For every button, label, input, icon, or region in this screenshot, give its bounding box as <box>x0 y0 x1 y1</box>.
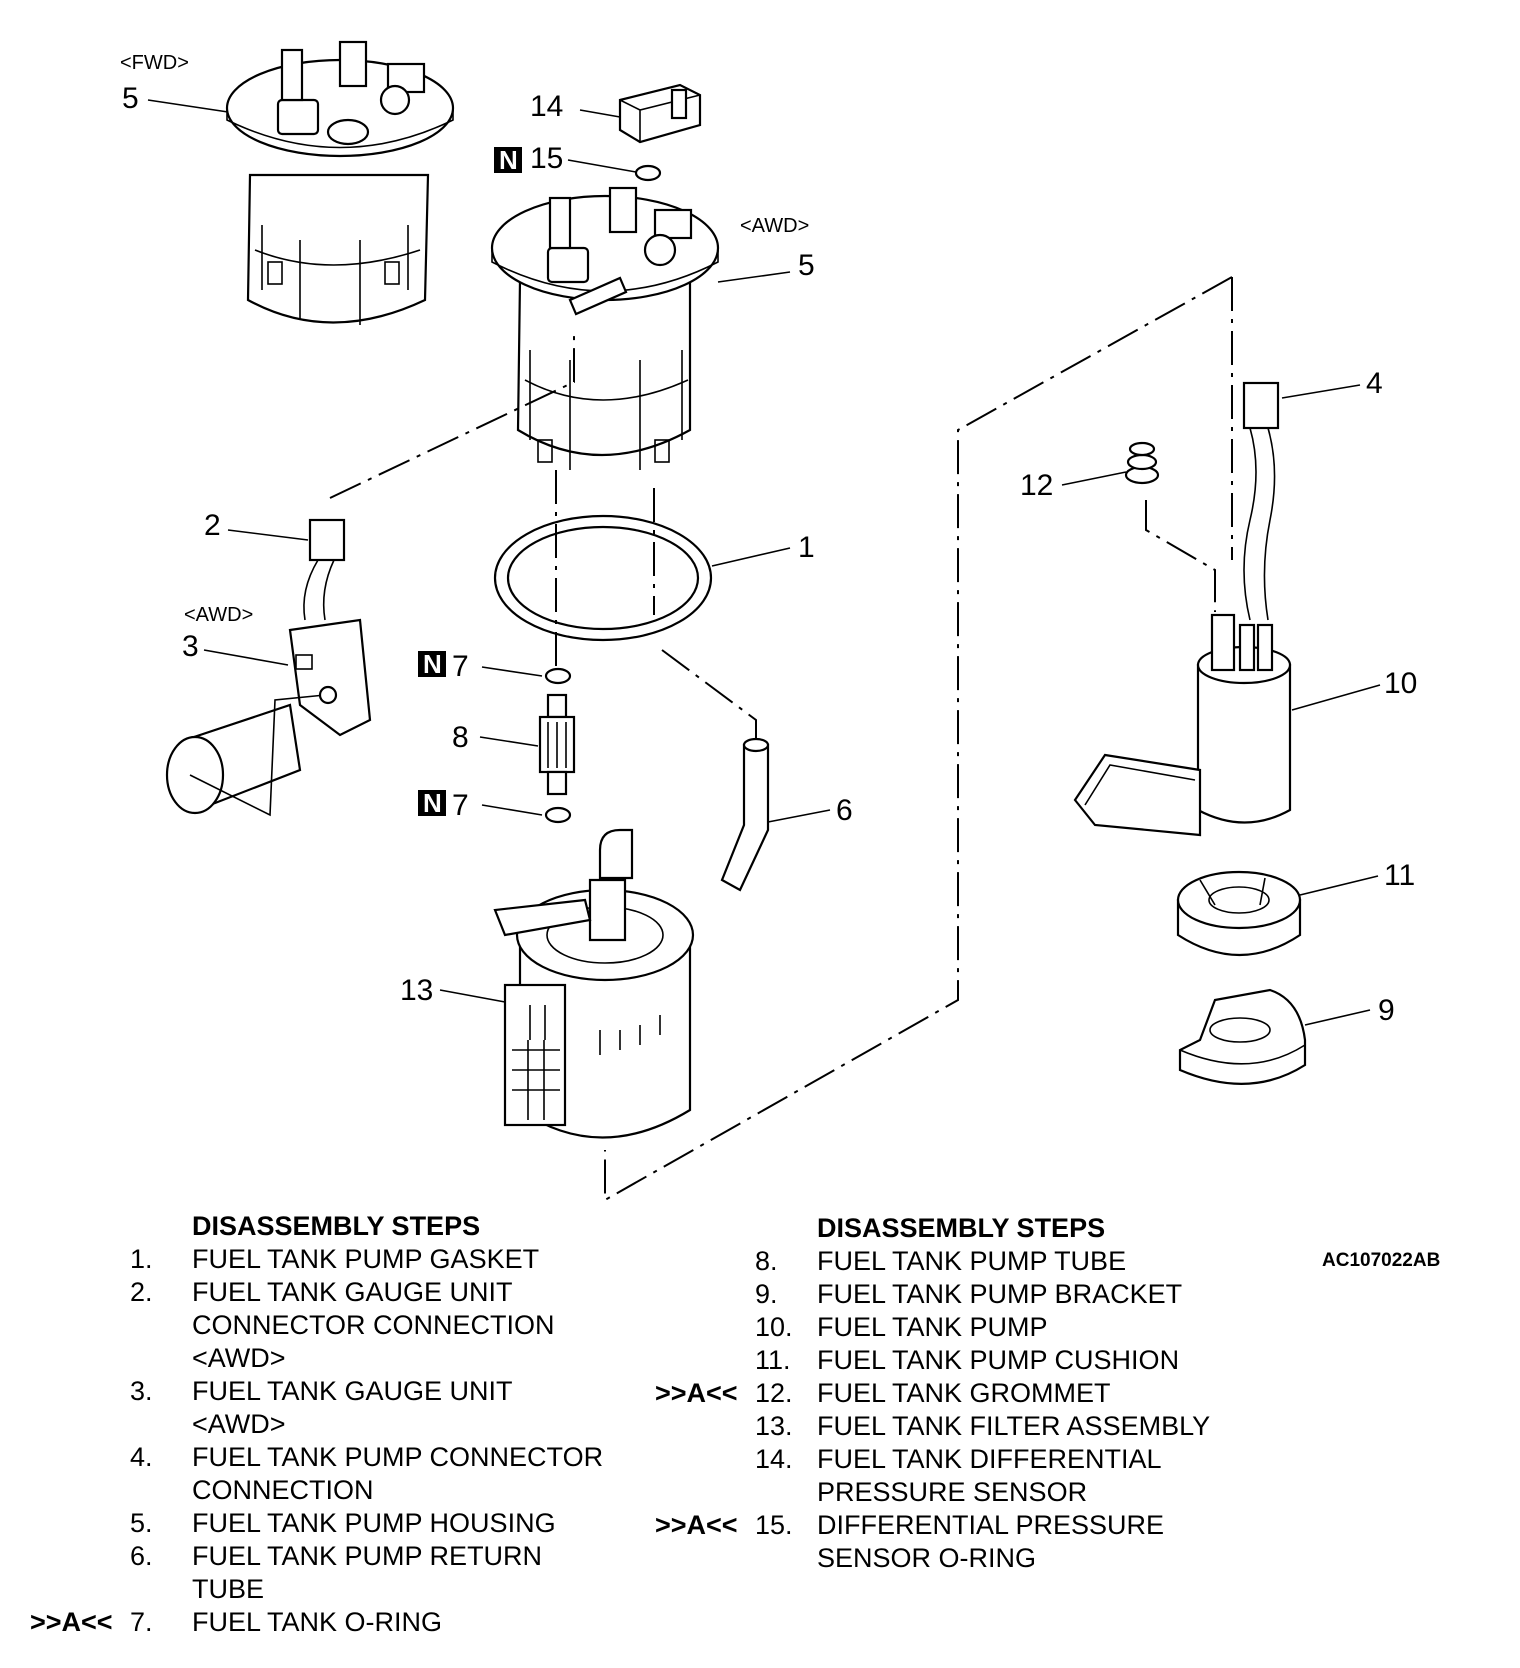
part-1-gasket <box>493 514 713 642</box>
part-3-gauge-unit <box>165 618 372 817</box>
part-10-fuel-pump <box>1073 613 1292 837</box>
step-row: >>A<<7.FUEL TANK O-RING <box>30 1607 443 1637</box>
part-12-grommet <box>1124 441 1160 485</box>
callout-9: 9 <box>1378 994 1395 1027</box>
step-label: FUEL TANK DIFFERENTIAL PRESSURE SENSOR <box>817 1444 1162 1507</box>
figure-code: AC107022AB <box>1322 1250 1441 1271</box>
callout-12: 12 <box>1020 469 1053 502</box>
callout-7-upper: 7 <box>452 650 469 683</box>
step-label: FUEL TANK GAUGE UNIT <AWD> <box>192 1376 513 1439</box>
part-14-pressure-sensor <box>618 83 702 144</box>
step-row: 6.FUEL TANK PUMP RETURN TUBE <box>130 1541 543 1604</box>
step-row: 5.FUEL TANK PUMP HOUSING <box>130 1508 556 1538</box>
step-label: FUEL TANK GROMMET <box>817 1378 1111 1408</box>
step-label: FUEL TANK PUMP HOUSING <box>192 1508 556 1538</box>
part-4-pump-connector <box>1242 381 1280 621</box>
step-row: 4.FUEL TANK PUMP CONNECTOR CONNECTION <box>130 1442 604 1505</box>
svg-text:N: N <box>499 145 518 175</box>
svg-text:N: N <box>423 788 442 818</box>
svg-text:N: N <box>423 649 442 679</box>
step-label: FUEL TANK PUMP BRACKET <box>817 1279 1183 1309</box>
step-row: 3.FUEL TANK GAUGE UNIT <AWD> <box>130 1376 513 1439</box>
callout-5-fwd: 5 <box>122 82 139 115</box>
steps-heading-left: DISASSEMBLY STEPS <box>192 1211 481 1241</box>
variant-label-awd-housing: <AWD> <box>740 215 809 237</box>
disassembly-steps-left: DISASSEMBLY STEPS 1.FUEL TANK PUMP GASKE… <box>30 1210 603 1639</box>
callout-1: 1 <box>798 531 815 564</box>
callout-4: 4 <box>1366 367 1383 400</box>
step-label: FUEL TANK FILTER ASSEMBLY <box>817 1411 1211 1441</box>
step-label: FUEL TANK PUMP <box>817 1312 1048 1342</box>
n-marker-7-lower: N <box>418 788 446 818</box>
leader-lines <box>147 99 1381 1026</box>
callout-2: 2 <box>204 509 221 542</box>
callout-15: 15 <box>530 142 563 175</box>
callout-3: 3 <box>182 630 199 663</box>
part-9-pump-bracket <box>1178 988 1307 1085</box>
exploded-parts-diagram: <FWD> <AWD> <AWD> 5 14 15 5 1 2 3 4 12 1… <box>120 40 1417 1200</box>
variant-label-awd-gauge: <AWD> <box>184 604 253 626</box>
n-marker-7-upper: N <box>418 649 446 679</box>
part-7-o-ring-upper <box>544 667 572 685</box>
part-6-return-tube <box>720 737 770 892</box>
part-2-gauge-connector <box>303 518 346 621</box>
step-row: 11.FUEL TANK PUMP CUSHION <box>755 1345 1180 1375</box>
callout-11: 11 <box>1384 859 1415 892</box>
step-label: FUEL TANK PUMP CUSHION <box>817 1345 1180 1375</box>
step-row: 10.FUEL TANK PUMP <box>755 1312 1048 1342</box>
n-marker-15: N <box>494 145 522 175</box>
step-row: 1.FUEL TANK PUMP GASKET <box>130 1244 540 1274</box>
step-label: FUEL TANK PUMP TUBE <box>817 1246 1127 1276</box>
part-7-o-ring-lower <box>544 806 572 824</box>
reference-marker: >>A<< <box>655 1378 738 1408</box>
step-label: FUEL TANK O-RING <box>192 1607 443 1637</box>
callout-8: 8 <box>452 721 469 754</box>
assembly-lines <box>329 276 1233 1200</box>
callout-6: 6 <box>836 794 853 827</box>
step-label: FUEL TANK GAUGE UNIT CONNECTOR CONNECTIO… <box>192 1277 555 1373</box>
disassembly-steps-right: DISASSEMBLY STEPS 8.FUEL TANK PUMP TUBE … <box>655 1212 1210 1575</box>
step-row: >>A<<12.FUEL TANK GROMMET <box>655 1378 1111 1408</box>
part-11-pump-cushion <box>1176 870 1302 957</box>
step-row: 2.FUEL TANK GAUGE UNIT CONNECTOR CONNECT… <box>130 1277 555 1373</box>
step-label: DIFFERENTIAL PRESSURE SENSOR O-RING <box>817 1510 1165 1573</box>
callout-10: 10 <box>1384 667 1417 700</box>
callout-14: 14 <box>530 90 563 123</box>
variant-label-fwd: <FWD> <box>120 52 189 74</box>
step-label: FUEL TANK PUMP GASKET <box>192 1244 540 1274</box>
callout-5-awd: 5 <box>798 249 815 282</box>
step-row: 13.FUEL TANK FILTER ASSEMBLY <box>755 1411 1211 1441</box>
reference-marker: >>A<< <box>30 1607 113 1637</box>
reference-marker: >>A<< <box>655 1510 738 1540</box>
part-15-o-ring <box>634 164 662 182</box>
part-5-housing-awd <box>490 186 720 470</box>
part-13-filter-assembly <box>493 828 695 1139</box>
step-row: 14.FUEL TANK DIFFERENTIAL PRESSURE SENSO… <box>755 1444 1162 1507</box>
step-row: 9.FUEL TANK PUMP BRACKET <box>755 1279 1183 1309</box>
steps-heading-right: DISASSEMBLY STEPS <box>817 1213 1106 1243</box>
part-5-housing-fwd <box>225 40 455 325</box>
step-row: 8.FUEL TANK PUMP TUBE <box>755 1246 1127 1276</box>
step-label: FUEL TANK PUMP CONNECTOR CONNECTION <box>192 1442 604 1505</box>
step-label: FUEL TANK PUMP RETURN TUBE <box>192 1541 543 1604</box>
callout-7-lower: 7 <box>452 789 469 822</box>
step-row: >>A<<15.DIFFERENTIAL PRESSURE SENSOR O-R… <box>655 1510 1165 1573</box>
part-8-pump-tube <box>538 693 576 796</box>
callout-13: 13 <box>400 974 433 1007</box>
